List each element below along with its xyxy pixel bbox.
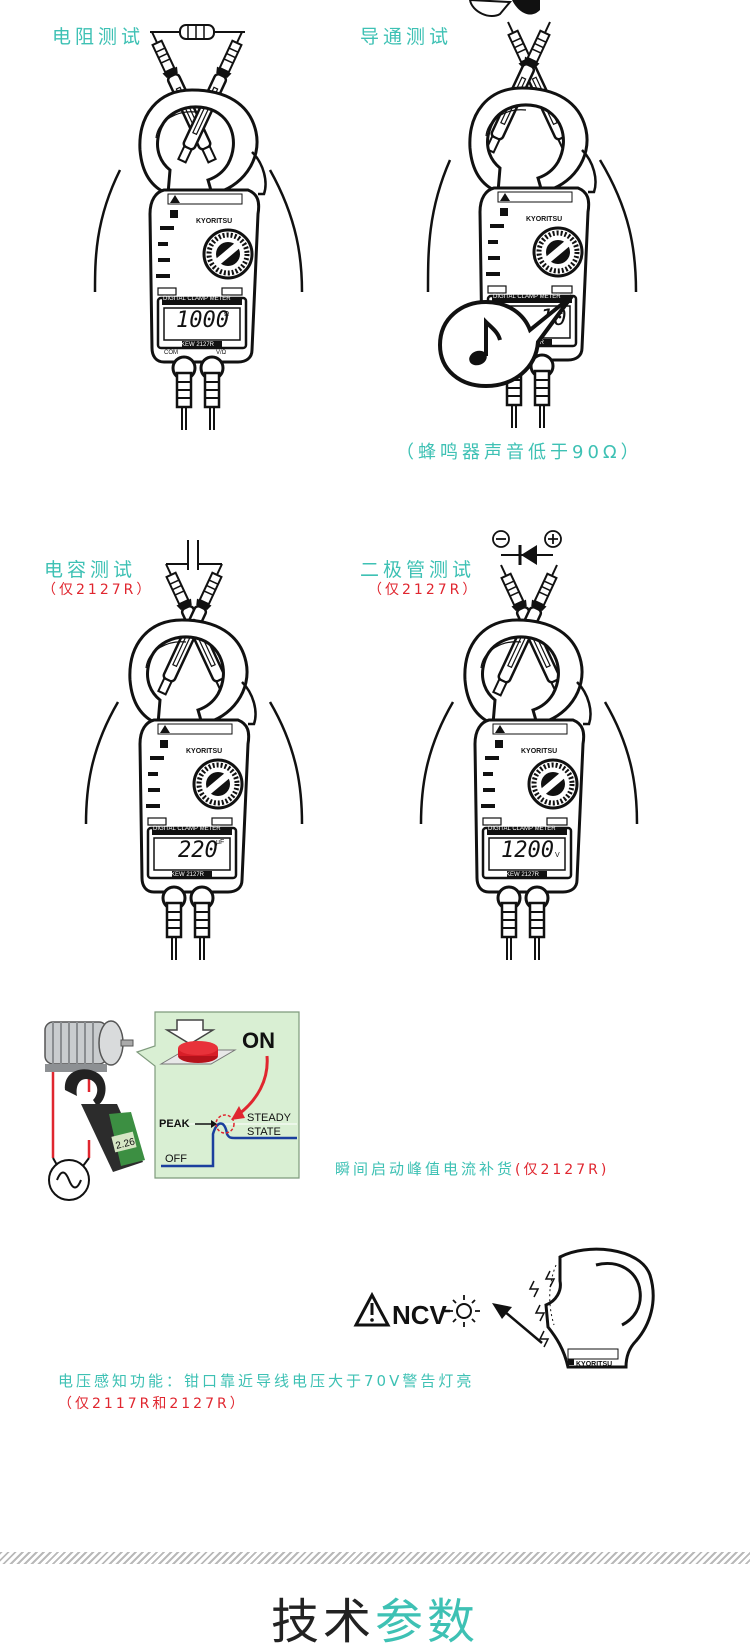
- lcd-reading: 1000: [176, 308, 229, 333]
- off-label: OFF: [165, 1153, 187, 1165]
- capacitance-illustration: KYORITSU DIGITAL CLAMP METER 220 μF KEW …: [84, 540, 304, 970]
- ncv-sub: （仅2117R和2127R）: [58, 1396, 247, 1412]
- press-button-icon: [159, 1019, 237, 1065]
- inrush-caption-main: 瞬间启动峰值电流补货: [335, 1160, 516, 1178]
- meter-lcd-header: DIGITAL CLAMP METER: [163, 296, 231, 302]
- continuity-note: （蜂鸣器声音低于90Ω）: [396, 442, 643, 463]
- ncv-illustration: NCV KYORITSU: [353, 1247, 655, 1369]
- steady-label-2: STATE: [247, 1126, 281, 1138]
- meter-brand: KYORITSU: [521, 748, 557, 755]
- light-icon: [448, 1295, 480, 1327]
- inrush-illustration: 2.26 ON PEAK STEADY STATE OFF: [44, 1011, 300, 1201]
- inrush-caption: 瞬间启动峰值电流补货(仅2127R): [335, 1158, 609, 1179]
- inrush-caption-sub: (仅2127R): [515, 1162, 610, 1178]
- meter-model: KEW 2127R: [181, 342, 215, 348]
- music-note-icon: [469, 317, 502, 366]
- capacitance-title: 电容测试: [44, 559, 137, 581]
- continuity-illustration: KYORITSU DIGITAL CLAMP METER 10 Ω KEW 21…: [426, 0, 638, 435]
- jack-com: COM: [164, 350, 178, 356]
- ncv-clamp-partial: KYORITSU: [528, 1247, 655, 1369]
- ac-source-icon: [48, 1157, 90, 1201]
- lcd-unit: V: [555, 852, 560, 859]
- meter-brand: KYORITSU: [526, 216, 562, 223]
- steady-label-1: STEADY: [247, 1112, 292, 1124]
- meter-lcd-header: DIGITAL CLAMP METER: [493, 294, 561, 300]
- lcd-unit: Ω: [224, 311, 229, 318]
- diode-symbol-icon: [501, 545, 553, 565]
- meter-model: KEW 2127R: [506, 872, 540, 878]
- plus-circle-icon: [544, 530, 562, 548]
- meter-brand: KYORITSU: [186, 748, 222, 755]
- warning-triangle-icon: [353, 1291, 391, 1327]
- diode-sub: （仅2127R）: [368, 582, 480, 598]
- ncv-label: NCV: [392, 1300, 448, 1330]
- capacitor-icon: [166, 540, 222, 570]
- section-title-part2: 参数: [375, 1594, 480, 1647]
- diode-title: 二极管测试: [360, 559, 476, 581]
- section-title: 技术参数: [0, 1582, 750, 1647]
- capacitance-sub: （仅2127R）: [42, 582, 154, 598]
- peak-label: PEAK: [159, 1118, 190, 1130]
- ncv-caption: 电压感知功能：钳口靠近导线电压大于70V警告灯亮: [58, 1372, 475, 1390]
- lcd-reading: 220: [178, 838, 218, 863]
- lcd-unit: μF: [216, 839, 224, 846]
- section-title-part1: 技术: [270, 1594, 375, 1647]
- meter-model: KEW 2127R: [171, 872, 205, 878]
- hatched-divider: [0, 1552, 750, 1564]
- resistance-title: 电阻测试: [52, 26, 145, 48]
- motor-icon: [44, 1020, 134, 1072]
- on-label: ON: [242, 1028, 275, 1053]
- resistance-illustration: KYORITSU DIGITAL CLAMP METER 1000 Ω KEW …: [93, 24, 304, 435]
- diode-illustration: KYORITSU DIGITAL CLAMP METER 1200 V KEW …: [419, 530, 639, 970]
- meter-lcd-header: DIGITAL CLAMP METER: [488, 826, 556, 832]
- lcd-reading: 1200: [501, 838, 554, 863]
- clamp-meter-mini: 2.26: [64, 1069, 145, 1172]
- mini-lcd: 2.26: [115, 1136, 137, 1151]
- ncv-clamp-brand: KYORITSU: [576, 1361, 612, 1368]
- continuity-title: 导通测试: [360, 26, 453, 48]
- meter-brand: KYORITSU: [196, 218, 232, 225]
- jack-vo: V/Ω: [216, 350, 227, 356]
- meter-lcd-header: DIGITAL CLAMP METER: [153, 826, 221, 832]
- minus-circle-icon: [492, 530, 510, 548]
